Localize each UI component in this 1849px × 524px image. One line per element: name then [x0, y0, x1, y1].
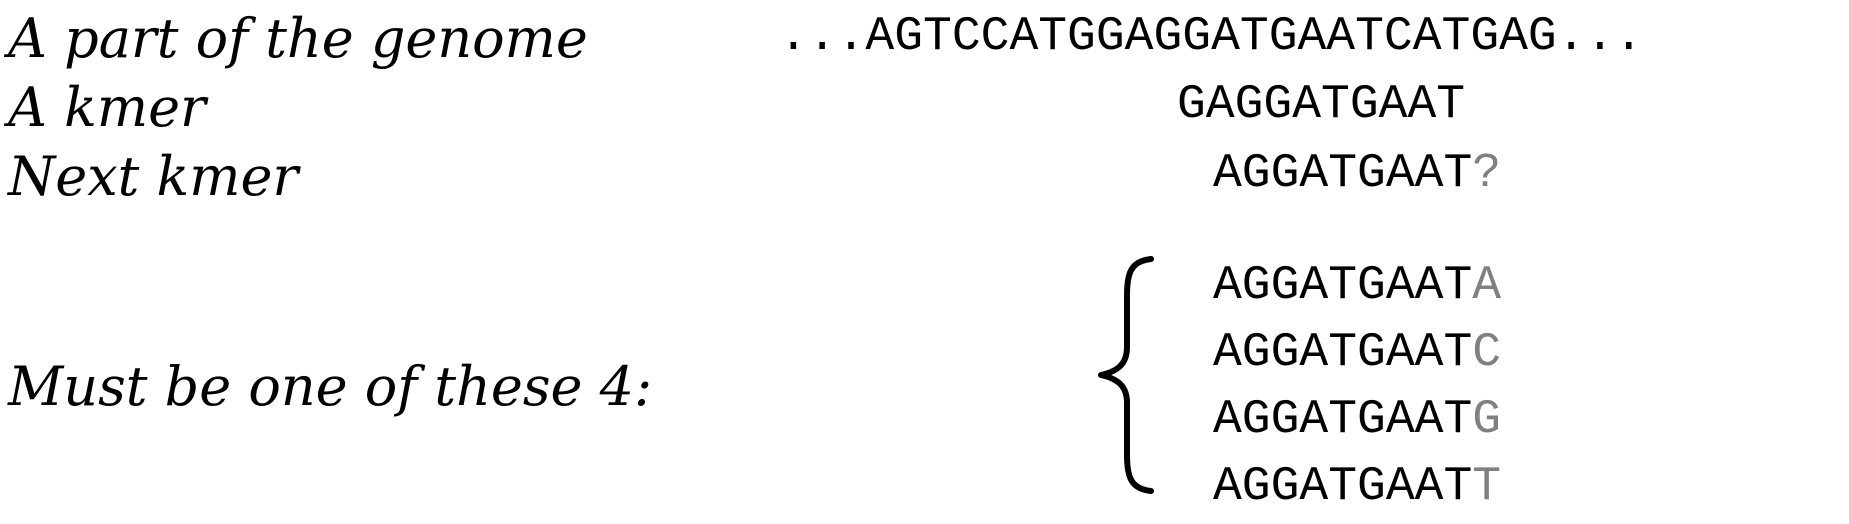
kmer-sequence: GAGGATGAAT [1177, 78, 1466, 132]
candidate-kmer: AGGATGAATT [1213, 463, 1501, 511]
label-next-kmer: Next kmer [8, 145, 299, 208]
genome-sequence: ...AGTCCATGGAGGATGAATCATGAG... [779, 13, 1643, 61]
label-genome: A part of the genome [8, 7, 588, 70]
candidate-prefix: AGGATGAAT [1213, 393, 1473, 447]
candidate-prefix: AGGATGAAT [1213, 460, 1473, 514]
candidate-base: G [1472, 393, 1502, 447]
candidate-base: A [1472, 259, 1502, 313]
next-kmer-unknown-base: ? [1472, 147, 1502, 201]
genome-left-ellipsis: ... [779, 10, 866, 64]
genome-bases: AGTCCATGGAGGATGAATCATGAG [865, 10, 1557, 64]
candidate-kmer: AGGATGAATC [1213, 329, 1501, 377]
candidate-kmer: AGGATGAATA [1213, 262, 1501, 310]
label-candidates: Must be one of these 4: [8, 355, 653, 418]
candidate-base: C [1472, 326, 1502, 380]
candidate-kmer: AGGATGAATG [1213, 396, 1501, 444]
candidate-base: T [1472, 460, 1502, 514]
candidate-prefix: AGGATGAAT [1213, 259, 1473, 313]
label-kmer: A kmer [8, 76, 206, 139]
next-kmer-prefix: AGGATGAAT [1213, 147, 1473, 201]
curly-brace-icon [1098, 256, 1154, 494]
candidate-prefix: AGGATGAAT [1213, 326, 1473, 380]
next-kmer-sequence: AGGATGAAT? [1213, 150, 1501, 198]
genome-right-ellipsis: ... [1556, 10, 1644, 64]
